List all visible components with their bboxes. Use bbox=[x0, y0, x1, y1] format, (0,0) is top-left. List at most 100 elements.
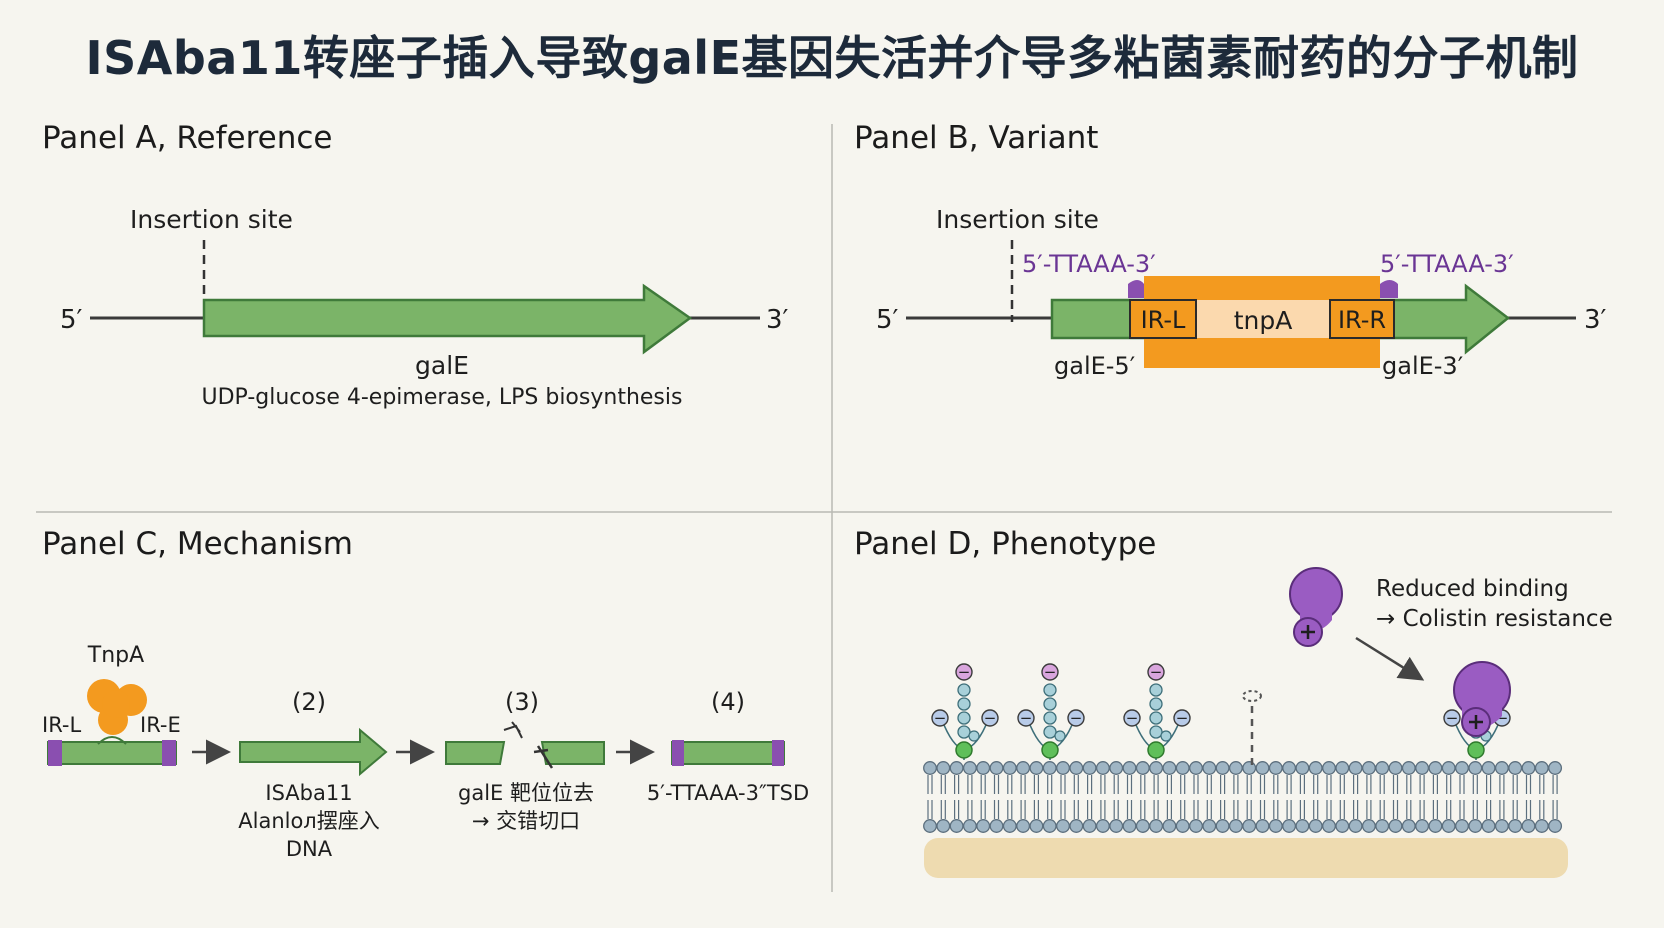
lipid-head bbox=[949, 819, 964, 833]
lipid-head bbox=[1548, 761, 1563, 775]
lipid-a-node bbox=[1041, 741, 1059, 759]
insertion-site-label: Insertion site bbox=[130, 205, 293, 234]
ir-right-label: IR-R bbox=[1338, 306, 1386, 334]
step1-dna bbox=[47, 741, 177, 765]
lipid-head bbox=[1095, 819, 1110, 833]
lipid-head bbox=[989, 761, 1004, 775]
lipid-head bbox=[1508, 819, 1523, 833]
lipid-head bbox=[1348, 761, 1363, 775]
membrane-base-layer bbox=[924, 838, 1568, 878]
lipid-head bbox=[1189, 761, 1203, 775]
step3-label-line1: galE 靶位位去 bbox=[458, 781, 594, 805]
lipid-head bbox=[1002, 761, 1017, 775]
lipid-head bbox=[1361, 819, 1376, 833]
lipid-head bbox=[1268, 761, 1283, 775]
lipid-head bbox=[1481, 819, 1496, 833]
lipid-head bbox=[1335, 761, 1350, 775]
lipid-head bbox=[1042, 761, 1057, 775]
lipid-head bbox=[1242, 819, 1257, 833]
lipid-head bbox=[1016, 819, 1031, 833]
lipid-head bbox=[1521, 819, 1536, 833]
lipid-head bbox=[1428, 761, 1443, 775]
step3-label-line2: → 交错切口 bbox=[472, 809, 580, 833]
step2-number: (2) bbox=[292, 688, 326, 716]
five-prime-label: 5′ bbox=[60, 305, 83, 335]
lps-sugar bbox=[957, 711, 971, 725]
lipid-head bbox=[976, 819, 991, 833]
step2-label-line3: DNA bbox=[286, 837, 333, 861]
negative-charge-sign: − bbox=[984, 709, 997, 727]
lipid-head bbox=[1548, 819, 1563, 833]
lipid-head bbox=[1135, 761, 1150, 775]
lipid-head bbox=[1175, 761, 1190, 775]
negative-charge-sign: − bbox=[958, 663, 971, 681]
colistin-molecule-icon bbox=[1289, 567, 1343, 647]
lipid-head bbox=[1481, 761, 1496, 775]
lipid-head bbox=[1361, 761, 1376, 775]
negative-charge bbox=[931, 709, 949, 727]
lipid-head bbox=[1534, 761, 1549, 775]
negative-charge-sign: − bbox=[1070, 709, 1083, 727]
lipid-head bbox=[1149, 761, 1164, 775]
negative-charge bbox=[981, 709, 999, 727]
step2-transposon-arrow bbox=[239, 727, 388, 777]
negative-charge bbox=[1443, 709, 1461, 727]
lipid-head bbox=[1455, 761, 1469, 775]
lps-sugar bbox=[957, 697, 971, 711]
step4-tsd-right-cap bbox=[772, 740, 784, 766]
lipid-head bbox=[1202, 819, 1217, 833]
cut-icon-top bbox=[503, 721, 523, 739]
lipid-head bbox=[1109, 819, 1124, 833]
negative-charge bbox=[1123, 709, 1141, 727]
ir-left-box bbox=[1129, 299, 1197, 339]
lps-sugar bbox=[1149, 725, 1163, 739]
lps-sugar bbox=[957, 683, 971, 697]
lipid-head bbox=[1095, 761, 1110, 775]
lipid-head bbox=[1069, 761, 1084, 775]
lipid-head bbox=[1149, 819, 1164, 833]
negative-charge bbox=[1041, 663, 1059, 681]
three-prime-label: 3′ bbox=[1584, 305, 1607, 335]
lipid-a-node bbox=[955, 741, 973, 759]
lipid-head bbox=[962, 819, 977, 833]
lipid-head bbox=[1162, 761, 1177, 775]
step4-label: 5′-TTAAA-3″TSD bbox=[647, 781, 809, 805]
panel-c-title: Panel C, Mechanism bbox=[42, 526, 353, 562]
lipid-head bbox=[1175, 819, 1190, 833]
step4-dna bbox=[671, 741, 785, 765]
step3-number: (3) bbox=[505, 688, 539, 716]
ir-right-box bbox=[1329, 299, 1395, 339]
lipid-head bbox=[976, 761, 991, 775]
lipid-head bbox=[1002, 819, 1017, 833]
lps-sugar bbox=[1043, 683, 1057, 697]
lipid-head bbox=[1494, 819, 1509, 833]
lipid-head bbox=[936, 819, 951, 833]
tnpa-label: tnpA bbox=[1234, 306, 1293, 335]
tsd-right-label: 5′-TTAAA-3′ bbox=[1380, 250, 1514, 278]
tsd-left-label: 5′-TTAAA-3′ bbox=[1022, 250, 1156, 278]
panel-b-title: Panel B, Variant bbox=[854, 120, 1099, 156]
lipid-head bbox=[1228, 819, 1243, 833]
lipid-head bbox=[1375, 819, 1390, 833]
lipid-head bbox=[1295, 819, 1310, 833]
figure-title: ISAba11转座子插入导致galE基因失活并介导多粘菌素耐药的分子机制 bbox=[85, 31, 1579, 85]
lipid-head bbox=[1282, 761, 1297, 775]
lipid-head bbox=[1494, 761, 1509, 775]
ir-right-label: IR-E bbox=[140, 713, 181, 737]
tnpa-enzyme-icon bbox=[87, 679, 147, 735]
lipid-head bbox=[1268, 819, 1283, 833]
negative-charge bbox=[1147, 663, 1165, 681]
lipid-head bbox=[1056, 761, 1070, 775]
negative-charge bbox=[1173, 709, 1191, 727]
lipid-head bbox=[1388, 819, 1403, 833]
lipid-head bbox=[1521, 761, 1536, 775]
panel-c: TnpA IR-L IR-E (2) ISAba11 Alanloл摆座入 DN… bbox=[42, 643, 809, 861]
lipid-head bbox=[1415, 761, 1430, 775]
lipid-a-node bbox=[1147, 741, 1165, 759]
panel-a-title: Panel A, Reference bbox=[42, 120, 333, 156]
lps-sugar bbox=[1149, 711, 1163, 725]
lps-sugar bbox=[1043, 725, 1057, 739]
bound-colistin-icon bbox=[1453, 661, 1511, 737]
lipid-head bbox=[1508, 761, 1523, 775]
negative-charge bbox=[955, 663, 973, 681]
